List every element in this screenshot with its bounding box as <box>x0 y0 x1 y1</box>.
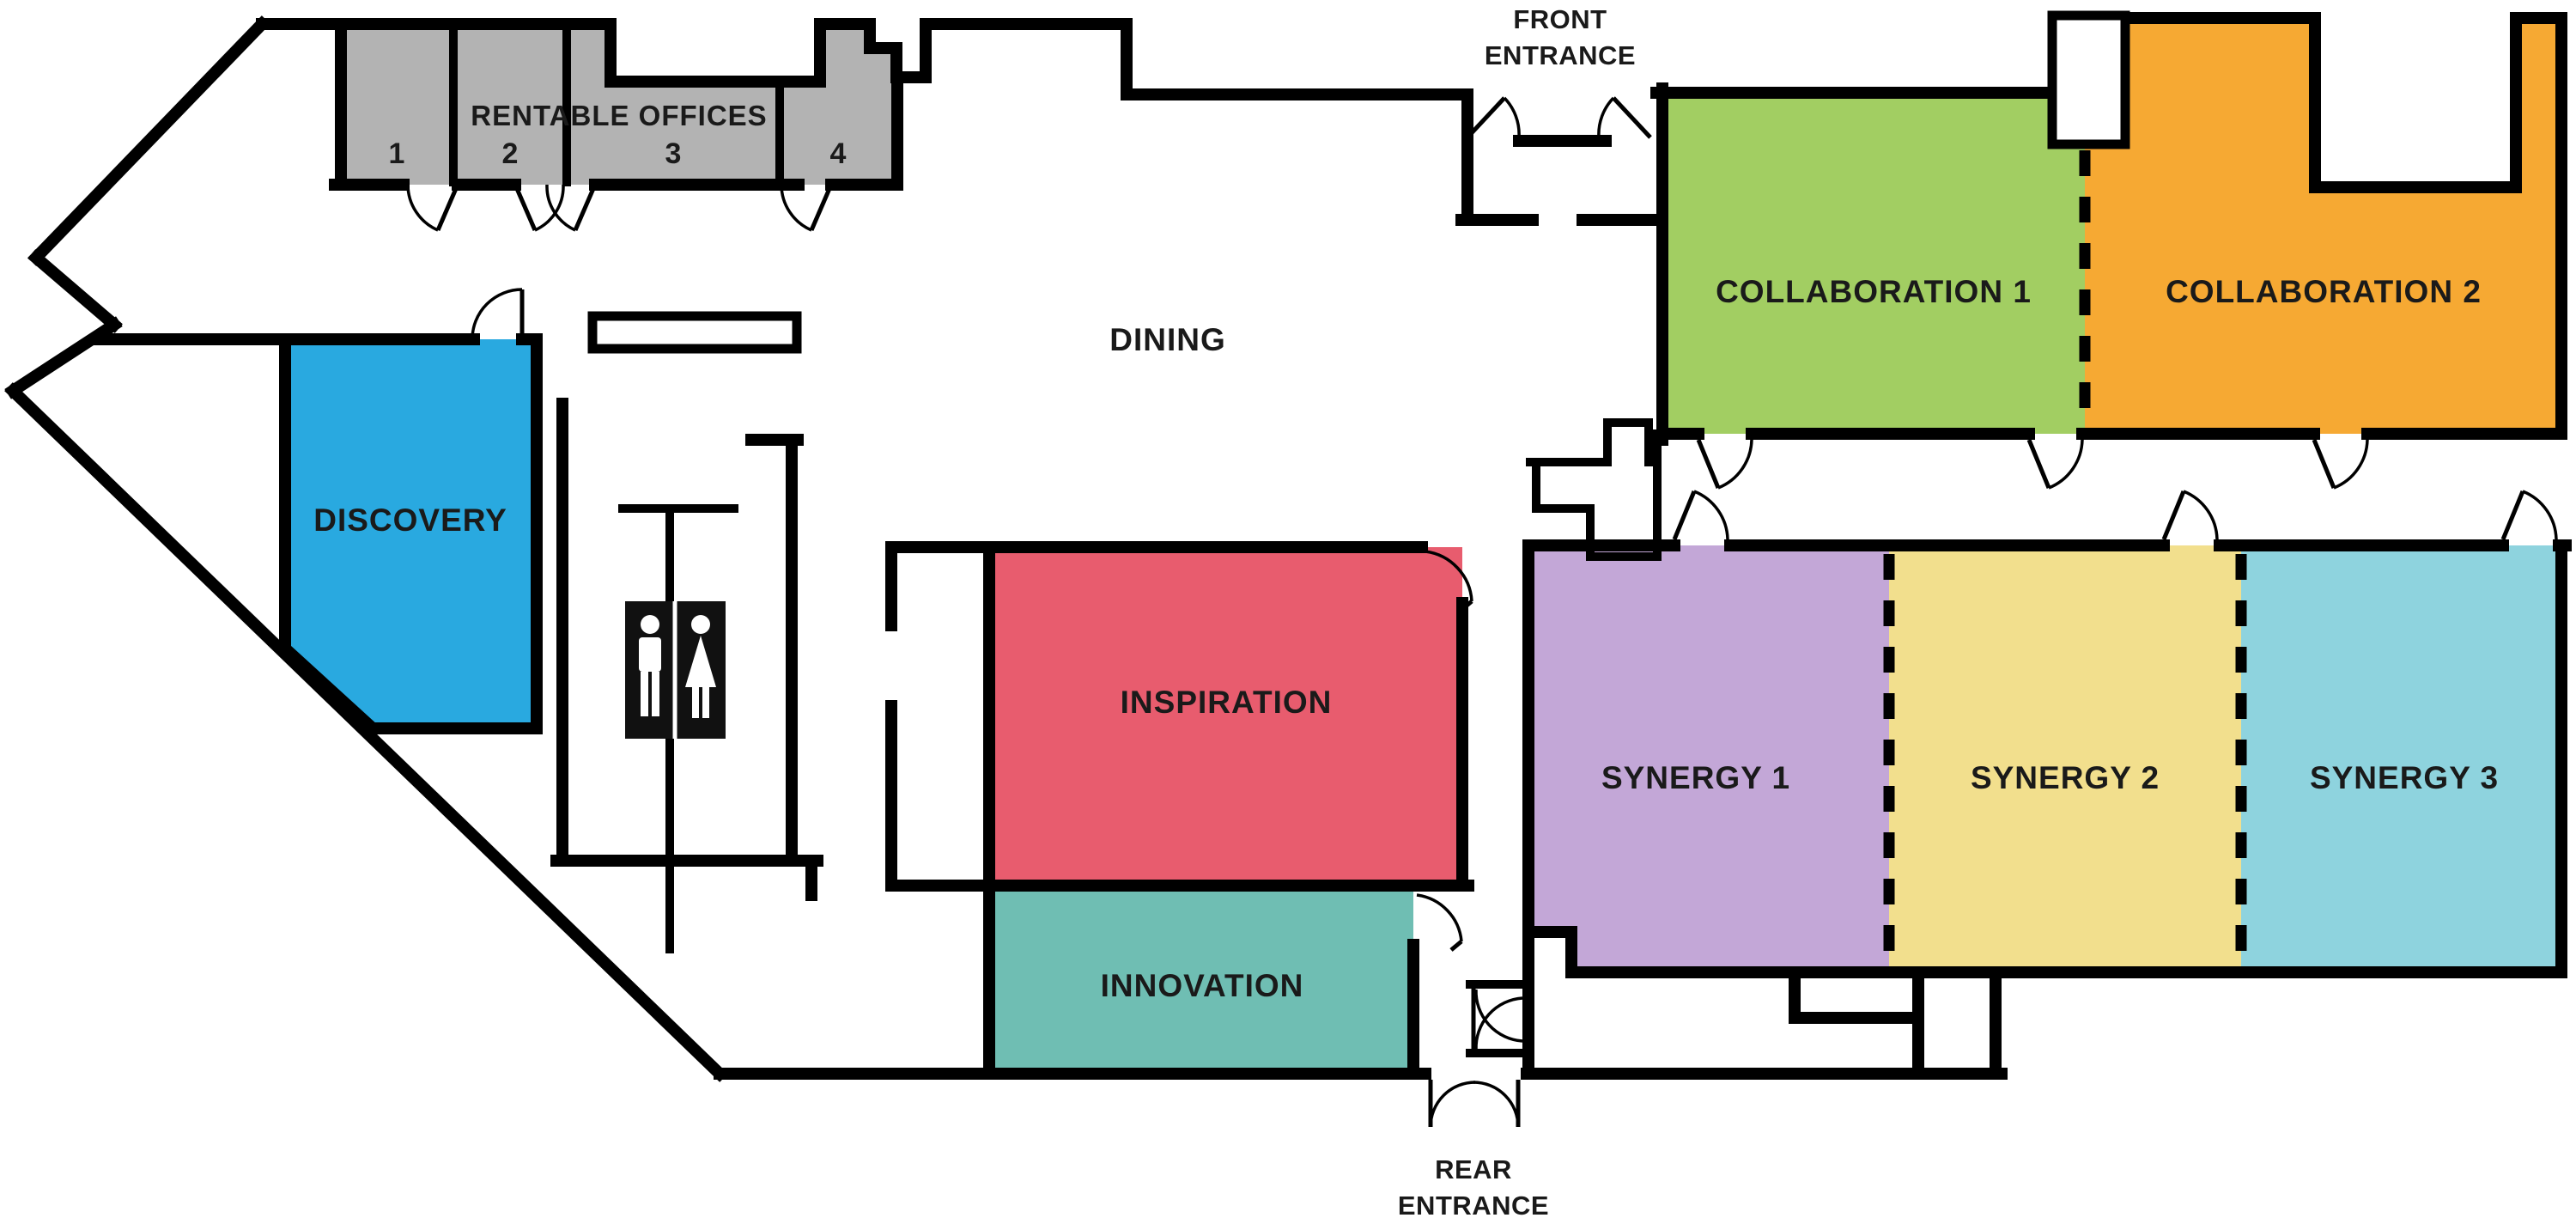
office-door-3 <box>545 184 598 232</box>
label-front-entrance-1: FRONT <box>1513 4 1607 34</box>
inspiration-innovation-walls <box>885 541 1474 1080</box>
room-innovation <box>989 886 1413 1074</box>
room-synergy-3 <box>2241 545 2561 972</box>
vestibule-notch-box <box>2047 10 2130 149</box>
collaboration2-door <box>2312 439 2369 490</box>
rear-entrance-doors <box>1428 1080 1521 1128</box>
inspiration-door <box>1425 550 1473 613</box>
synergy1-door <box>1672 490 1729 540</box>
label-synergy-2: SYNERGY 2 <box>1971 760 2160 795</box>
rear-vestibule-doors <box>1471 988 1523 1050</box>
synergy-walls <box>1522 539 2572 1080</box>
stairs <box>1526 418 1662 561</box>
room-discovery <box>285 339 537 728</box>
label-office-1: 1 <box>389 137 405 170</box>
walls <box>4 12 2572 1082</box>
label-dining: DINING <box>1109 322 1226 357</box>
label-discovery: DISCOVERY <box>313 502 507 538</box>
label-inspiration: INSPIRATION <box>1121 685 1333 720</box>
discovery-walls <box>93 333 543 737</box>
label-synergy-3: SYNERGY 3 <box>2310 760 2499 795</box>
woman-icon <box>685 615 716 718</box>
offices-walls <box>329 18 903 191</box>
innovation-door <box>1416 893 1463 952</box>
synergy2-door <box>2161 490 2219 540</box>
labels: RENTABLE OFFICES 1 2 3 4 FRONT ENTRANCE … <box>313 4 2499 1221</box>
collaboration-boundary-door <box>2026 439 2084 490</box>
front-entrance-doors <box>1466 96 1652 139</box>
office-door-1 <box>406 184 460 232</box>
room-rentable-offices <box>341 24 897 185</box>
office-dividers <box>449 23 784 186</box>
outer-wall-top <box>256 18 1467 100</box>
label-innovation: INNOVATION <box>1101 968 1304 1003</box>
label-office-4: 4 <box>830 137 847 170</box>
outer-wall-left-diagonal <box>4 15 728 1082</box>
room-synergy-2 <box>1889 545 2241 972</box>
room-collaboration-2 <box>2085 18 2561 434</box>
label-rentable-offices: RENTABLE OFFICES <box>471 100 767 131</box>
label-synergy-1: SYNERGY 1 <box>1601 760 1790 795</box>
room-collaboration-1 <box>1662 93 2085 434</box>
discovery-door <box>471 288 525 340</box>
collaboration1-door <box>1696 439 1753 490</box>
room-fills <box>285 18 2561 1074</box>
front-entrance-walls <box>1455 82 1668 446</box>
office-door-4 <box>780 184 834 232</box>
restroom-sign <box>625 601 726 739</box>
man-icon <box>639 615 661 716</box>
dashed-partitions <box>1883 150 2247 966</box>
collaboration-walls <box>1650 12 2567 440</box>
label-office-2: 2 <box>502 137 519 170</box>
office-door-2 <box>513 184 565 232</box>
room-inspiration <box>989 547 1462 886</box>
label-collaboration-1: COLLABORATION 1 <box>1716 274 2032 309</box>
restroom-walls <box>550 398 823 901</box>
rear-vestibule-walls <box>1789 966 1924 1080</box>
doors <box>406 96 2558 1128</box>
label-front-entrance-2: ENTRANCE <box>1485 40 1636 70</box>
label-office-3: 3 <box>665 137 682 170</box>
synergy3-door <box>2500 490 2558 540</box>
room-synergy-1 <box>1528 545 1889 972</box>
label-rear-entrance-2: ENTRANCE <box>1398 1191 1549 1221</box>
counter-bar <box>587 311 802 354</box>
label-collaboration-2: COLLABORATION 2 <box>2166 274 2482 309</box>
label-rear-entrance-1: REAR <box>1435 1154 1512 1184</box>
rear-vestibule-jambs <box>1466 980 1527 1057</box>
